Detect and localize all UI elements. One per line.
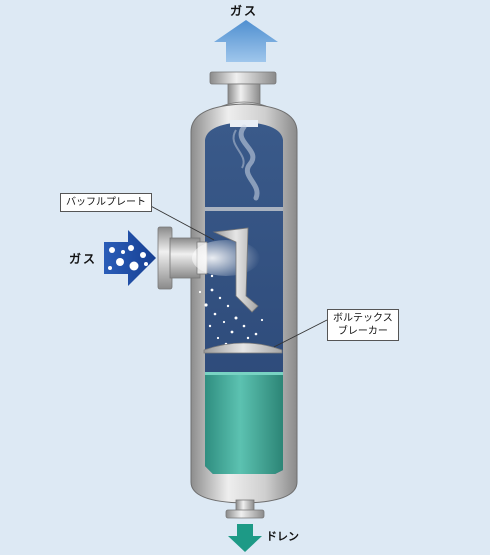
baffle-leader-line bbox=[146, 203, 215, 241]
vortex-breaker-label-line2: ブレーカー bbox=[337, 326, 388, 337]
vortex-breaker-callout: ボルテックス ブレーカー bbox=[327, 309, 399, 341]
baffle-plate-label: バッフルプレート bbox=[66, 197, 146, 208]
vortex-breaker bbox=[203, 342, 283, 354]
drain-arrow bbox=[228, 524, 262, 552]
gas-outlet-label: ガス bbox=[230, 4, 259, 18]
drain-label: ドレン bbox=[266, 530, 299, 543]
gas-swirl bbox=[238, 124, 260, 201]
baffle-plate bbox=[212, 227, 259, 313]
outlet-opening bbox=[230, 120, 258, 127]
support-plate bbox=[205, 207, 283, 211]
baffle-plate-callout: バッフルプレート bbox=[60, 193, 152, 212]
vortex-leader-line bbox=[273, 319, 328, 348]
gas-outlet-arrow bbox=[214, 20, 278, 62]
gas-mist bbox=[192, 240, 260, 276]
gas-inlet-label: ガス bbox=[69, 252, 98, 266]
vortex-breaker-label-line1: ボルテックス bbox=[333, 313, 393, 324]
gas-inlet-arrow bbox=[104, 230, 156, 286]
liquid-level bbox=[205, 372, 283, 474]
bottom-nozzle bbox=[225, 499, 265, 519]
